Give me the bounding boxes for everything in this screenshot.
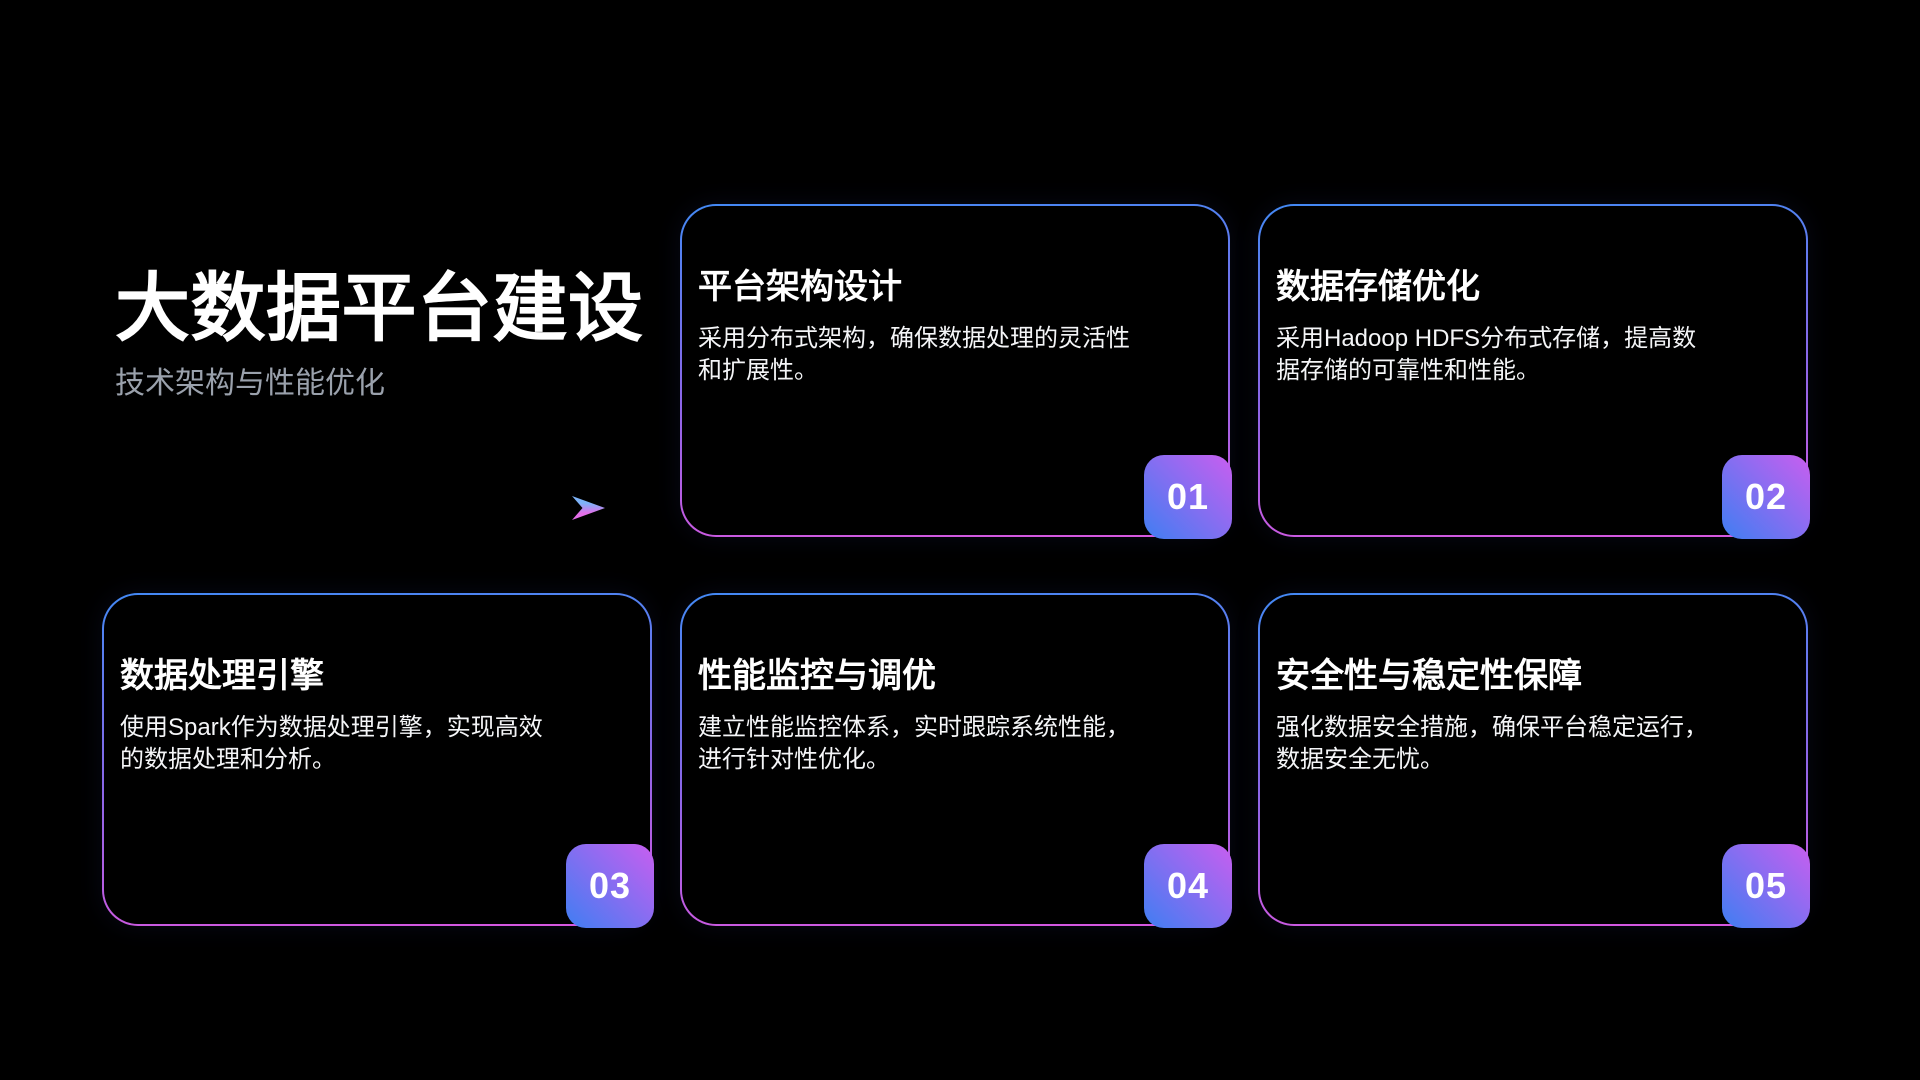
number-badge: 03 (566, 844, 654, 928)
card-body: 建立性能监控体系，实时跟踪系统性能，进行针对性优化。 (698, 714, 1130, 773)
card-title: 性能监控与调优 (698, 657, 936, 695)
feature-card-performance-monitoring: 性能监控与调优 建立性能监控体系，实时跟踪系统性能，进行针对性优化。 04 (680, 593, 1232, 928)
feature-card-platform-architecture: 平台架构设计 采用分布式架构，确保数据处理的灵活性和扩展性。 01 (680, 204, 1232, 539)
feature-card-data-storage: 数据存储优化 采用Hadoop HDFS分布式存储，提高数据存储的可靠性和性能。… (1258, 204, 1810, 539)
number-badge: 01 (1144, 455, 1232, 539)
number-badge: 04 (1144, 844, 1232, 928)
card-title: 数据处理引擎 (120, 657, 324, 695)
card-title: 平台架构设计 (698, 268, 902, 306)
page-title: 大数据平台建设 (115, 266, 644, 350)
number-badge: 02 (1722, 455, 1810, 539)
card-body: 采用Hadoop HDFS分布式存储，提高数据存储的可靠性和性能。 (1276, 325, 1697, 384)
card-title: 安全性与稳定性保障 (1276, 657, 1582, 695)
number-badge: 05 (1722, 844, 1810, 928)
intro-block: 大数据平台建设 技术架构与性能优化 (102, 204, 652, 537)
card-body: 强化数据安全措施，确保平台稳定运行，数据安全无忧。 (1276, 714, 1708, 773)
page-subtitle: 技术架构与性能优化 (115, 367, 385, 400)
arrow-right-icon (115, 494, 605, 522)
card-title: 数据存储优化 (1276, 268, 1480, 306)
feature-card-processing-engine: 数据处理引擎 使用Spark作为数据处理引擎，实现高效的数据处理和分析。 03 (102, 593, 654, 928)
card-body: 使用Spark作为数据处理引擎，实现高效的数据处理和分析。 (120, 714, 543, 773)
feature-card-security-stability: 安全性与稳定性保障 强化数据安全措施，确保平台稳定运行，数据安全无忧。 05 (1258, 593, 1810, 928)
card-body: 采用分布式架构，确保数据处理的灵活性和扩展性。 (698, 325, 1130, 384)
